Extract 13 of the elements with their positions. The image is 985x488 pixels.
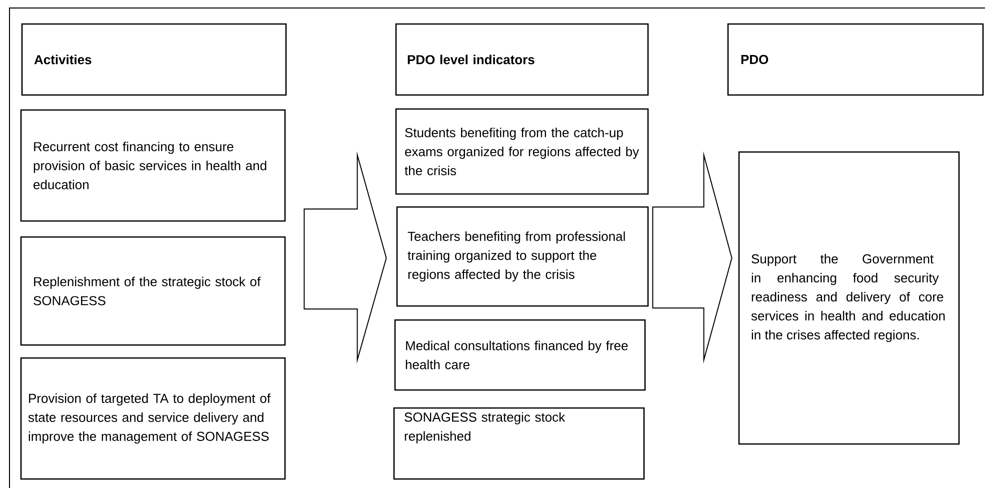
text-box: Replenishment of the strategic stock of SONAGESS — [20, 236, 286, 346]
text-box: Medical consultations financed by free health care — [394, 319, 646, 391]
text-box: Teachers benefiting from professional training organized to support the regions affected by the crisis — [396, 206, 649, 307]
block-arrow — [304, 151, 387, 364]
column-header: Activities — [21, 23, 287, 96]
outcome-box: Support the Government in enhancing food security readiness and delivery of core services in health and education in the crises affected regions. — [738, 151, 960, 445]
column-header: PDO — [727, 23, 984, 96]
column-header: PDO level indicators — [395, 23, 649, 96]
text-box: Students benefiting from the catch-up exams organized for regions affected by the crisis — [395, 108, 649, 195]
text-box: SONAGESS strategic stock replenished — [393, 407, 645, 480]
block-arrow — [652, 151, 732, 364]
text-box: Recurrent cost financing to ensure provision of basic services in health and education — [20, 109, 286, 222]
text-box: Provision of targeted TA to deployment of state resources and service delivery and improve the management of SONAGESS — [20, 357, 286, 480]
